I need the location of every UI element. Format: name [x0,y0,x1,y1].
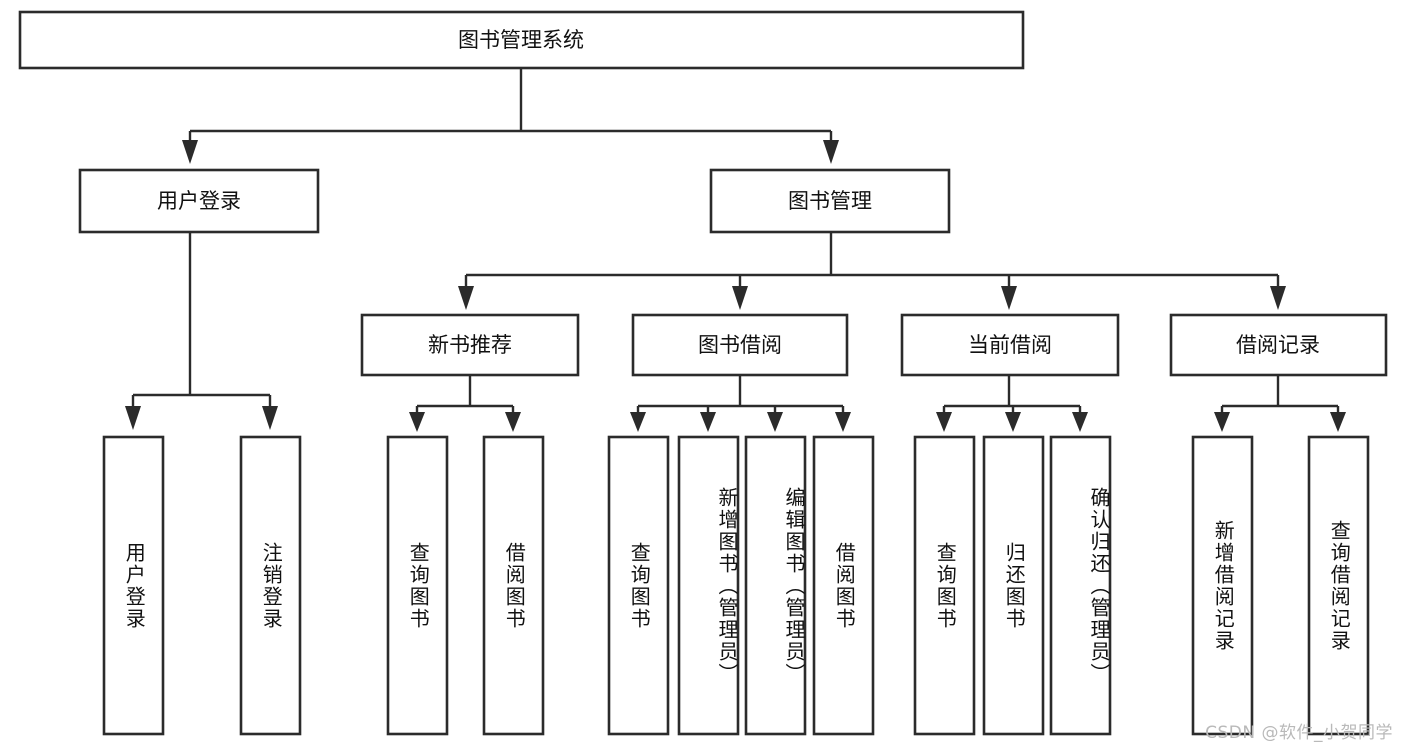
node-current-borrow-label: 当前借阅 [968,333,1052,357]
arrow-head-nb-leaf-2 [505,412,521,432]
leaf-box-bb-borrow-book[interactable] [812,435,875,736]
node-current-borrow[interactable]: 当前借阅 [900,313,1120,377]
arrow-head-book-manage [823,140,839,164]
node-root[interactable]: 图书管理系统 [18,10,1025,70]
arrow-head-bb-leaf-4 [835,412,851,432]
node-new-book-recommend-box[interactable] [360,313,580,377]
arrow-head-cb-leaf-3 [1072,412,1088,432]
node-new-book-recommend[interactable]: 新书推荐 [360,313,580,377]
node-current-borrow-box[interactable] [900,313,1120,377]
node-root-label: 图书管理系统 [458,28,584,52]
node-user-login-box[interactable] [78,168,320,234]
connectors-book-manage-to-level3 [458,232,1286,310]
leaf-box-bb-add-book[interactable] [677,435,740,736]
arrow-head-new-book [458,286,474,310]
arrow-head-br-leaf-2 [1330,412,1346,432]
leaf-box-bb-query-book[interactable] [607,435,670,736]
connectors-borrow-record-to-leaves [1214,375,1346,432]
connectors-new-book-to-leaves [409,375,521,432]
arrow-head-br-leaf-1 [1214,412,1230,432]
leaf-box-cb-query-book[interactable] [913,435,976,736]
leaf-box-nb-borrow-book[interactable] [482,435,545,736]
watermark-text: CSDN @软件_小贺同学 [1205,723,1393,743]
arrow-head-bb-leaf-3 [767,412,783,432]
node-book-manage-label: 图书管理 [788,189,872,213]
connectors-user-login-to-leaves [125,232,278,430]
node-book-borrow-box[interactable] [631,313,849,377]
leaf-box-nb-query-book[interactable] [386,435,449,736]
arrow-head-bb-leaf-2 [700,412,716,432]
arrow-head-current-borrow [1001,286,1017,310]
leaf-boxes-new-book-recommend [386,435,545,736]
leaf-box-bb-edit-book[interactable] [744,435,807,736]
leaf-box-br-query-record[interactable] [1307,435,1370,736]
connectors-root-to-level2 [182,68,839,164]
arrow-head-leaf-user-login [125,406,141,430]
arrow-head-nb-leaf-1 [409,412,425,432]
arrow-head-cb-leaf-2 [1005,412,1021,432]
node-book-manage-box[interactable] [709,168,951,234]
node-book-manage[interactable]: 图书管理 [709,168,951,234]
arrow-head-book-borrow [732,286,748,310]
node-root-box[interactable] [18,10,1025,70]
node-borrow-record-label: 借阅记录 [1236,333,1320,357]
leaf-box-user-login[interactable] [102,435,165,736]
leaf-boxes-user-login [102,435,302,736]
node-user-login[interactable]: 用户登录 [78,168,320,234]
node-book-borrow-label: 图书借阅 [698,333,782,357]
arrow-head-user-login [182,140,198,164]
node-user-login-label: 用户登录 [157,189,241,213]
leaf-box-cb-return-book[interactable] [982,435,1045,736]
arrow-head-leaf-logout [262,406,278,430]
arrow-head-borrow-record [1270,286,1286,310]
node-borrow-record-box[interactable] [1169,313,1388,377]
arrow-head-bb-leaf-1 [630,412,646,432]
leaf-box-br-add-record[interactable] [1191,435,1254,736]
node-new-book-recommend-label: 新书推荐 [428,333,512,357]
arrow-head-cb-leaf-1 [936,412,952,432]
connectors-book-borrow-to-leaves [630,375,851,432]
leaf-boxes-book-borrow [607,435,875,736]
node-borrow-record[interactable]: 借阅记录 [1169,313,1388,377]
connectors-current-borrow-to-leaves [936,375,1088,432]
node-book-borrow[interactable]: 图书借阅 [631,313,849,377]
leaf-boxes-borrow-record [1191,435,1370,736]
leaf-boxes-current-borrow [913,435,1112,736]
leaf-box-logout[interactable] [239,435,302,736]
leaf-box-cb-confirm-return[interactable] [1049,435,1112,736]
